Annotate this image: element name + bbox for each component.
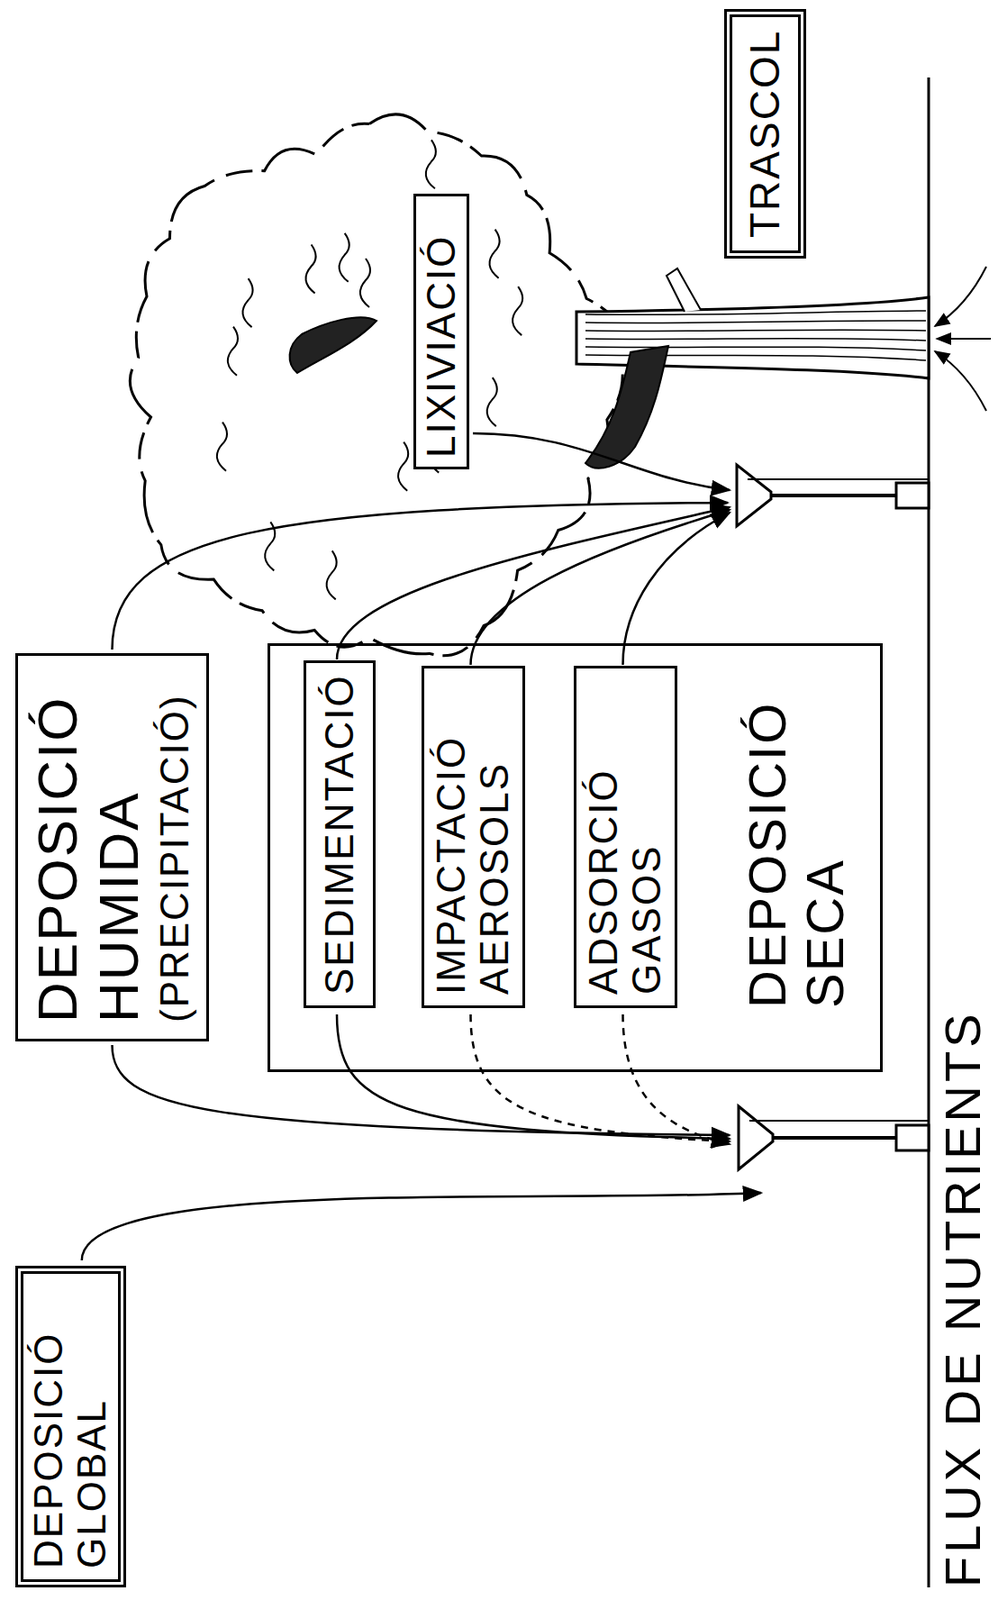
- flow-arrow: [623, 512, 731, 665]
- flow-arrow: [472, 433, 730, 490]
- bark-line: [585, 320, 926, 324]
- flow-arrow: [623, 1014, 731, 1144]
- bark-line: [585, 310, 926, 315]
- flow-arrow: [471, 509, 731, 665]
- box-label: ADSORCIÓ GASOS: [581, 768, 670, 995]
- flow-arrow: [112, 1044, 731, 1135]
- box-label: LIXIVIACIÓ: [419, 205, 463, 458]
- tree-branch: [585, 345, 669, 469]
- crown-texture: [489, 229, 499, 279]
- rain-collector: [738, 1106, 929, 1170]
- box-label: DEPOSICIÓ SECA: [738, 701, 854, 1008]
- crown-texture: [305, 244, 316, 294]
- box-label: DEPOSICIÓ GLOBAL: [27, 1332, 115, 1570]
- flow-arrow: [336, 1014, 730, 1139]
- tree-branch: [290, 317, 377, 373]
- stemflow-arrow: [934, 351, 987, 411]
- box-label: SEDIMENTACIÓ: [317, 673, 362, 995]
- flow-arrow: [81, 1192, 762, 1261]
- crown-texture: [339, 233, 350, 282]
- box-label: TRASCOL: [742, 29, 789, 238]
- flow-arrow: [112, 502, 729, 650]
- crown-texture: [360, 258, 371, 308]
- box-label: (PRECIPITACIÓ): [153, 671, 197, 1023]
- result-box: DEPOSICIÓ GLOBAL: [15, 1265, 127, 1588]
- stemflow-arrow: [936, 337, 991, 340]
- bark-line: [585, 346, 926, 351]
- result-box: TRASCOL: [724, 9, 807, 259]
- bark-line: [585, 329, 926, 331]
- crown-texture: [512, 286, 523, 336]
- bark-line: [585, 338, 926, 341]
- box-label: IMPACTACIÓ AEROSOLS: [429, 735, 518, 995]
- crown-texture: [487, 377, 498, 427]
- process-box: ADSORCIÓ GASOS: [573, 665, 678, 1008]
- group-box: DEPOSICIÓ SECA SEDIMENTACIÓ IMPACTACIÓ AER…: [267, 643, 883, 1072]
- process-box: IMPACTACIÓ AEROSOLS: [421, 665, 526, 1008]
- tree-branch: [666, 268, 701, 312]
- process-box: SEDIMENTACIÓ: [303, 660, 376, 1008]
- crown-texture: [398, 442, 409, 491]
- crown-texture: [217, 422, 227, 472]
- flow-arrow: [336, 507, 730, 660]
- rain-collector: [736, 464, 929, 527]
- crown-texture: [242, 278, 253, 327]
- crown-texture: [227, 326, 238, 376]
- caption: FLUX DE NUTRIENTS: [934, 1010, 991, 1588]
- crown-texture: [426, 139, 436, 189]
- crown-outline: [129, 114, 623, 656]
- crown-texture: [326, 550, 337, 599]
- stemflow-arrow: [934, 266, 987, 327]
- process-box: DEPOSICIÓ HUMIDA(PRECIPITACIÓ): [15, 653, 209, 1042]
- flow-arrow: [471, 1014, 731, 1142]
- box-label: DEPOSICIÓ HUMIDA: [27, 695, 150, 1023]
- process-box: LIXIVIACIÓ: [413, 193, 470, 470]
- tree-crown: [129, 114, 623, 656]
